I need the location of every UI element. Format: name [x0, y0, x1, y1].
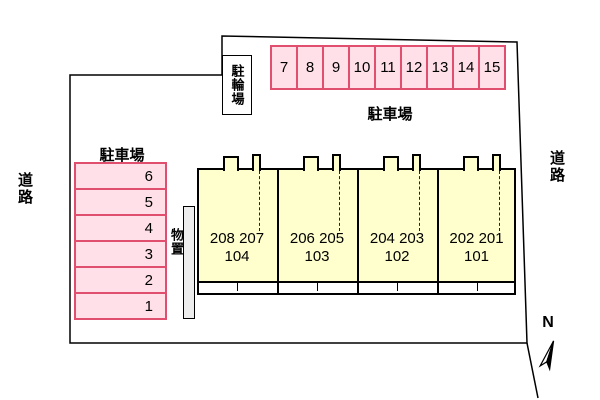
- balcony-tick: [477, 283, 478, 291]
- parking-space-10: 10: [348, 45, 376, 90]
- unit-dashed-line: [499, 171, 500, 231]
- parking-space-5: 5: [74, 188, 167, 216]
- parking-space-6: 6: [74, 162, 167, 190]
- unit-dashed-line: [259, 171, 260, 231]
- balcony-tick: [397, 283, 398, 291]
- parking-column-left: 6 5 4 3 2 1: [74, 162, 167, 320]
- parking-label-top: 駐車場: [367, 106, 413, 123]
- parking-space-13: 13: [426, 45, 454, 90]
- unit-divider: [277, 168, 279, 295]
- unit-label-2: 206 205 103: [277, 230, 357, 266]
- parking-space-3: 3: [74, 240, 167, 268]
- road-edge-bottom-right: [526, 342, 539, 399]
- parking-label-left: 駐車場: [99, 147, 145, 164]
- parking-space-14: 14: [452, 45, 480, 90]
- compass-icon: [538, 340, 555, 372]
- parking-space-12: 12: [400, 45, 428, 90]
- road-label-right: 道路: [548, 150, 565, 184]
- storage-label: 物置: [169, 228, 184, 256]
- balcony-tick: [317, 283, 318, 291]
- storage-shed: [183, 206, 195, 319]
- balcony-tick: [237, 283, 238, 291]
- parking-space-15: 15: [478, 45, 506, 90]
- parking-row-top: 7 8 9 10 11 12 13 14 15: [270, 45, 506, 90]
- parking-space-4: 4: [74, 214, 167, 242]
- unit-dashed-line: [339, 171, 340, 231]
- unit-lower-room: 101: [463, 248, 490, 265]
- unit-upper-rooms: 206 205: [289, 230, 345, 247]
- unit-label-3: 204 203 102: [357, 230, 437, 266]
- bicycle-parking-label: 駐輪場: [229, 64, 245, 106]
- building-notch: [332, 154, 341, 171]
- unit-upper-rooms: 204 203: [369, 230, 425, 247]
- bicycle-parking-box: 駐輪場: [222, 55, 252, 115]
- unit-upper-rooms: 208 207: [209, 230, 265, 247]
- parking-space-11: 11: [374, 45, 402, 90]
- road-label-left: 道路: [16, 172, 33, 206]
- parking-space-9: 9: [322, 45, 350, 90]
- unit-divider: [357, 168, 359, 295]
- unit-lower-room: 103: [304, 248, 330, 265]
- unit-upper-rooms: 202 201: [449, 230, 504, 247]
- parking-space-7: 7: [270, 45, 298, 90]
- parking-space-8: 8: [296, 45, 324, 90]
- building-notch: [463, 156, 479, 171]
- building-notch: [252, 154, 261, 171]
- parking-space-2: 2: [74, 266, 167, 294]
- unit-dashed-line: [419, 171, 420, 231]
- building-notch: [492, 154, 501, 171]
- unit-label-1: 208 207 104: [197, 230, 277, 266]
- unit-lower-room: 102: [384, 248, 410, 265]
- building-notch: [383, 156, 399, 171]
- parking-space-1: 1: [74, 292, 167, 320]
- north-label: N: [542, 314, 554, 331]
- unit-label-4: 202 201 101: [437, 230, 516, 266]
- building-notch: [223, 156, 239, 171]
- building-notch: [303, 156, 319, 171]
- building-notch: [412, 154, 421, 171]
- unit-lower-room: 104: [224, 248, 250, 265]
- building-outline: [197, 168, 516, 295]
- unit-divider: [437, 168, 439, 295]
